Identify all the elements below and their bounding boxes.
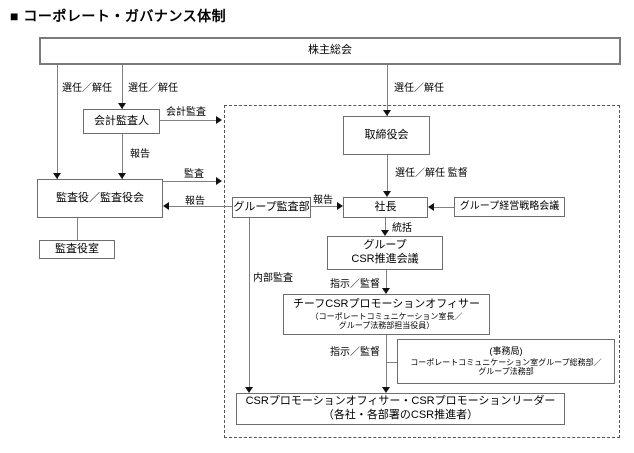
shareholders-meeting-box: 株主総会 (39, 37, 621, 65)
connector-audit (163, 181, 218, 182)
chief-csr-officer-line1: チーフCSRプロモーションオフィサー (292, 298, 481, 311)
connector-strategy-to-president (432, 207, 454, 208)
connector-groupaudit-report-right (311, 206, 339, 207)
edge-label-audit: 監査 (184, 169, 204, 180)
group-audit-dept-label: グループ監査部 (233, 200, 310, 213)
csr-promoters-line1: CSRプロモーションオフィサー・CSRプロモーションリーダー (245, 395, 556, 408)
secretariat-box: (事務局) コーポレートコミュニケーション室グループ総務部／ グループ法務部 (397, 339, 615, 384)
edge-label-control: 統括 (392, 223, 412, 234)
audit-office-label: 監査役室 (55, 242, 99, 255)
accounting-auditor-label: 会計監査人 (94, 114, 149, 127)
edge-label-appoint-dismiss-mid: 選任／解任 (128, 83, 178, 94)
edge-label-appoint-dismiss-left: 選任／解任 (62, 83, 112, 94)
diagram-title: ■ コーポレート・ガバナンス体制 (10, 8, 227, 24)
edge-label-direct-supervise-lower: 指示／監督 (330, 347, 380, 358)
connector-accauditor-report (122, 133, 123, 179)
secretariat-line2: コーポレートコミュニケーション室グループ総務部／ (410, 357, 602, 367)
csr-promoters-line2: （各社・各部署のCSR推進者） (322, 409, 479, 421)
arrowhead-down-icon (118, 103, 126, 109)
edge-label-appoint-supervise: 選任／解任 監督 (395, 168, 468, 179)
connector-accounting-audit (160, 120, 218, 121)
president-box: 社長 (343, 197, 428, 218)
edge-label-appoint-dismiss-right: 選任／解任 (394, 83, 444, 94)
connector-shareholders-to-board (387, 65, 388, 116)
shareholders-meeting-label: 株主総会 (308, 44, 352, 57)
arrowhead-left-icon (163, 202, 169, 210)
chief-csr-officer-box: チーフCSRプロモーションオフィサー （コーポレートコミュニケーション室長／ グ… (283, 294, 490, 335)
csr-promoters-box: CSRプロモーションオフィサー・CSRプロモーションリーダー （各社・各部署のC… (236, 393, 565, 425)
arrowhead-down-icon (382, 288, 390, 294)
arrowhead-down-icon (383, 191, 391, 197)
connector-shareholders-to-accauditor (122, 65, 123, 109)
connector-auditboard-to-office (77, 218, 78, 240)
chief-csr-officer-line3: グループ法務部担当役員） (338, 321, 435, 331)
arrowhead-right-icon (216, 177, 222, 185)
president-label: 社長 (374, 200, 397, 213)
connector-groupcsr-to-chief (386, 270, 387, 290)
connector-board-to-president (387, 155, 388, 193)
audit-office-box: 監査役室 (39, 240, 115, 259)
arrowhead-left-icon (428, 203, 434, 211)
board-of-directors-label: 取締役会 (364, 128, 409, 141)
edge-label-accounting-audit: 会計監査 (166, 107, 206, 118)
group-strategy-meeting-label: グループ経営戦略会議 (459, 200, 560, 212)
arrowhead-down-icon (245, 387, 253, 393)
group-csr-meeting-line1: グループ (363, 239, 407, 252)
edge-label-report-to-president: 報告 (313, 195, 333, 206)
edge-label-report-to-auditboard: 報告 (185, 196, 205, 207)
group-csr-meeting-box: グループ CSR推進会議 (327, 236, 443, 270)
connector-president-to-groupcsr (385, 218, 386, 232)
chief-csr-officer-line2: （コーポレートコミュニケーション室長／ (310, 311, 463, 321)
arrowhead-down-icon (381, 230, 389, 236)
connector-groupaudit-report-left (167, 206, 232, 207)
secretariat-line3: グループ法務部 (478, 367, 534, 377)
connector-shareholders-to-auditboard (57, 65, 58, 179)
group-audit-dept-box: グループ監査部 (232, 197, 311, 218)
connector-internal-audit (249, 218, 250, 389)
accounting-auditor-box: 会計監査人 (83, 109, 160, 134)
edge-label-report-auditor: 報告 (130, 149, 150, 160)
arrowhead-down-icon (382, 387, 390, 393)
audit-and-supervisory-board-box: 監査役／監査役会 (37, 179, 163, 218)
arrowhead-down-icon (383, 110, 391, 116)
connector-chief-to-secretariat (386, 362, 397, 363)
group-strategy-meeting-box: グループ経営戦略会議 (454, 197, 565, 217)
arrowhead-right-icon (216, 116, 222, 124)
group-boundary-dashed-box (224, 105, 620, 438)
secretariat-line1: (事務局) (489, 346, 523, 357)
edge-label-direct-supervise-upper: 指示／監督 (330, 279, 380, 290)
board-of-directors-box: 取締役会 (343, 116, 430, 155)
arrowhead-right-icon (337, 202, 343, 210)
edge-label-internal-audit: 内部監査 (253, 273, 293, 284)
audit-and-supervisory-board-label: 監査役／監査役会 (56, 191, 144, 204)
arrowhead-down-icon (53, 173, 61, 179)
group-csr-meeting-line2: CSR推進会議 (351, 253, 419, 265)
arrowhead-down-icon (118, 173, 126, 179)
